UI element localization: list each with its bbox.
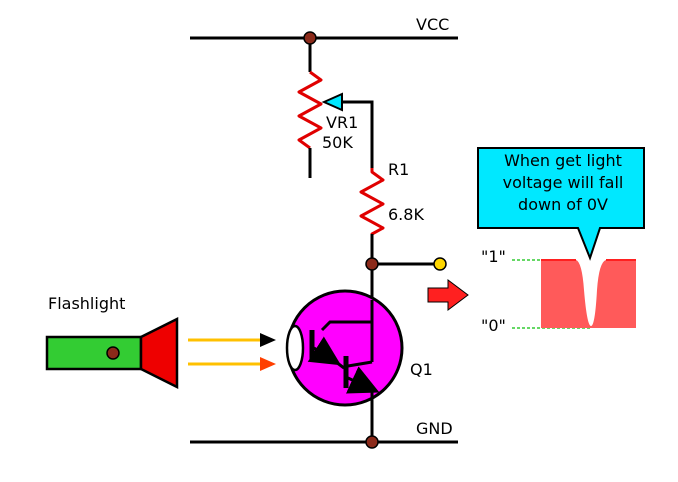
high-level-label: "1": [481, 247, 506, 266]
flashlight-switch-icon: [106, 346, 120, 360]
vr1-value-label: 50K: [322, 133, 353, 152]
callout-line-2: voltage will fall: [502, 173, 624, 192]
q1-phototransistor: [285, 289, 404, 407]
vcc-label: VCC: [416, 15, 450, 34]
light-beams: [188, 333, 276, 371]
flashlight-head: [139, 316, 179, 390]
callout-line-1: When get light: [504, 151, 622, 170]
lens-icon: [285, 324, 305, 372]
r1-value-label: 6.8K: [388, 205, 424, 224]
r1-name-label: R1: [388, 160, 410, 179]
vcc-junction: [303, 31, 317, 45]
vr1-potentiometer: [297, 38, 374, 178]
callout-bubble: [477, 147, 645, 261]
q1-label: Q1: [410, 360, 433, 379]
gnd-label: GND: [416, 419, 453, 438]
output-arrow-icon: [427, 279, 469, 311]
vr1-name-label: VR1: [326, 113, 359, 132]
gnd-junction: [365, 435, 379, 449]
wiper-arrow-icon: [321, 92, 343, 112]
output-terminal: [433, 257, 447, 271]
output-waveform: [541, 260, 636, 328]
r1-resistor: [359, 168, 385, 264]
flashlight: [45, 316, 179, 390]
callout-text: When get light voltage will fall down of…: [478, 150, 648, 216]
flashlight-label: Flashlight: [48, 294, 126, 313]
collector-junction: [365, 257, 379, 271]
flashlight-body: [45, 335, 143, 371]
callout-line-3: down of 0V: [518, 195, 608, 214]
low-level-label: "0": [481, 316, 506, 335]
